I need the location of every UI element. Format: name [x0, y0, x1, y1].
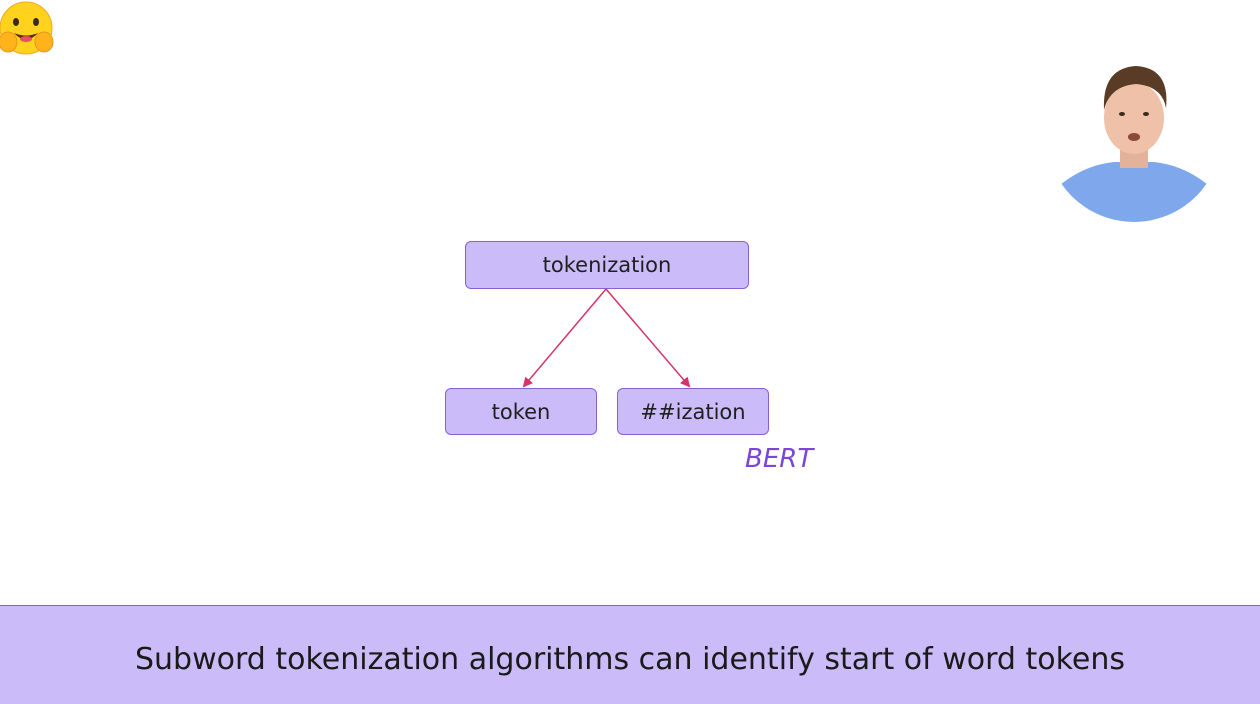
subword-label-start: token: [491, 399, 551, 424]
root-word-label: tokenization: [542, 253, 672, 277]
subword-node-start: token: [445, 388, 597, 435]
presenter-video-avatar: [1046, 46, 1222, 222]
arrow-to-token: [522, 288, 607, 388]
arrow-to-ization: [605, 288, 691, 388]
split-arrows: [522, 288, 691, 388]
root-word-node: tokenization: [465, 241, 749, 289]
tokenization-diagram: tokenization token ##ization BERT: [445, 241, 814, 474]
caption-text: Subword tokenization algorithms can iden…: [134, 641, 1126, 677]
caption-bar: Subword tokenization algorithms can iden…: [0, 605, 1260, 704]
hugging-face-logo-icon: [0, 1, 54, 55]
subword-label-continuation: ##ization: [640, 399, 746, 424]
model-name-label: BERT: [745, 444, 814, 474]
subword-node-continuation: ##ization: [617, 388, 769, 435]
